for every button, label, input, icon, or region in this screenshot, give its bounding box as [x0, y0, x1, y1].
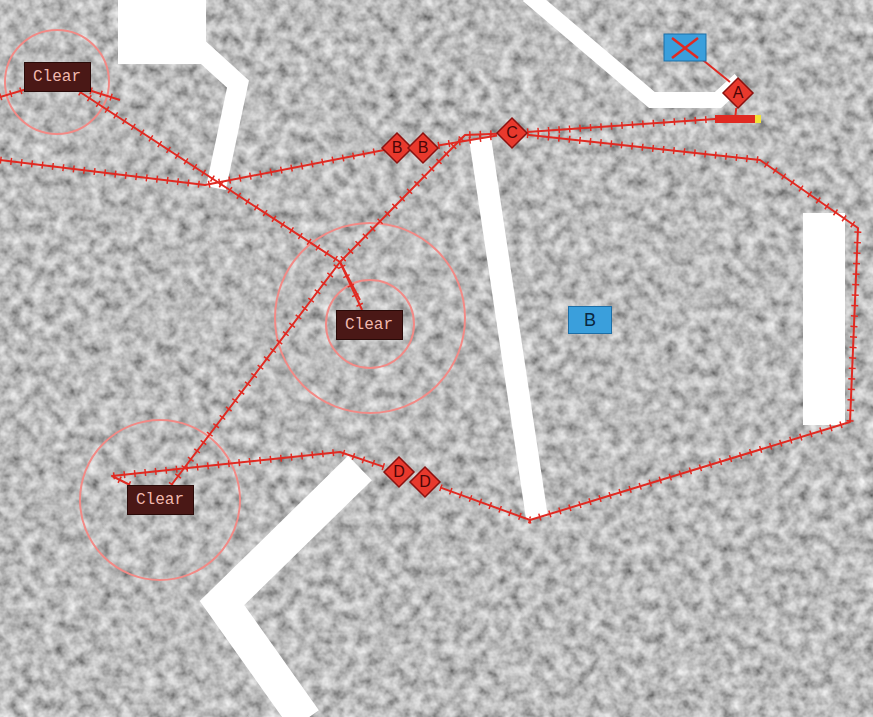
marker-square: B	[568, 306, 612, 334]
diamond-shape	[723, 78, 753, 108]
route-connector	[80, 92, 362, 310]
status-box: Clear	[24, 62, 91, 92]
route-connector	[438, 136, 497, 146]
route-line	[171, 134, 497, 485]
clear-radius	[80, 420, 240, 580]
route-ticks	[527, 108, 736, 132]
route-connector	[440, 135, 858, 520]
diamond-shape	[408, 133, 438, 163]
route-line	[112, 452, 384, 485]
wall	[195, 45, 238, 188]
diamond-shape	[497, 118, 527, 148]
waypoint-diamond: D	[410, 467, 440, 497]
route-bar-end	[755, 115, 761, 123]
wall	[480, 138, 537, 518]
route-line	[527, 108, 736, 132]
route-line	[80, 92, 362, 310]
node-text: B	[418, 139, 429, 157]
route-ticks	[0, 150, 384, 185]
route-ticks	[440, 135, 858, 520]
route-ticks	[112, 452, 384, 485]
route-ticks	[438, 136, 497, 146]
route-line	[0, 150, 384, 185]
node-text: A	[733, 84, 744, 102]
node-text: D	[419, 473, 431, 491]
waypoint-diamond: B	[408, 133, 438, 163]
clear-radius	[326, 280, 414, 368]
route-line	[440, 135, 858, 520]
waypoint-diamond: A	[723, 78, 753, 108]
route-connector	[112, 452, 384, 485]
node-text: Clear	[33, 68, 81, 86]
waypoint-diamond: C	[497, 118, 527, 148]
cross-mark	[672, 38, 698, 58]
wall	[222, 468, 360, 717]
wall	[803, 213, 845, 425]
route-line	[340, 262, 360, 300]
node-text: Clear	[345, 316, 393, 334]
diamond-shape	[410, 467, 440, 497]
clear-radius	[5, 30, 109, 134]
route-connector	[527, 108, 736, 132]
node-text: B	[392, 139, 403, 157]
node-text: Clear	[136, 491, 184, 509]
route-ticks	[80, 92, 362, 310]
route-connector	[171, 134, 497, 485]
target-marker	[664, 34, 706, 61]
status-box: Clear	[336, 310, 403, 340]
clear-radius	[275, 223, 465, 413]
status-box: Clear	[127, 485, 194, 515]
route-bar	[715, 115, 757, 123]
node-text: D	[393, 463, 405, 481]
route-ticks	[171, 134, 497, 485]
node-text: B	[584, 310, 596, 331]
node-text: C	[506, 124, 518, 142]
wall	[528, 0, 740, 100]
cross-mark	[672, 38, 698, 58]
route-line	[438, 136, 497, 146]
